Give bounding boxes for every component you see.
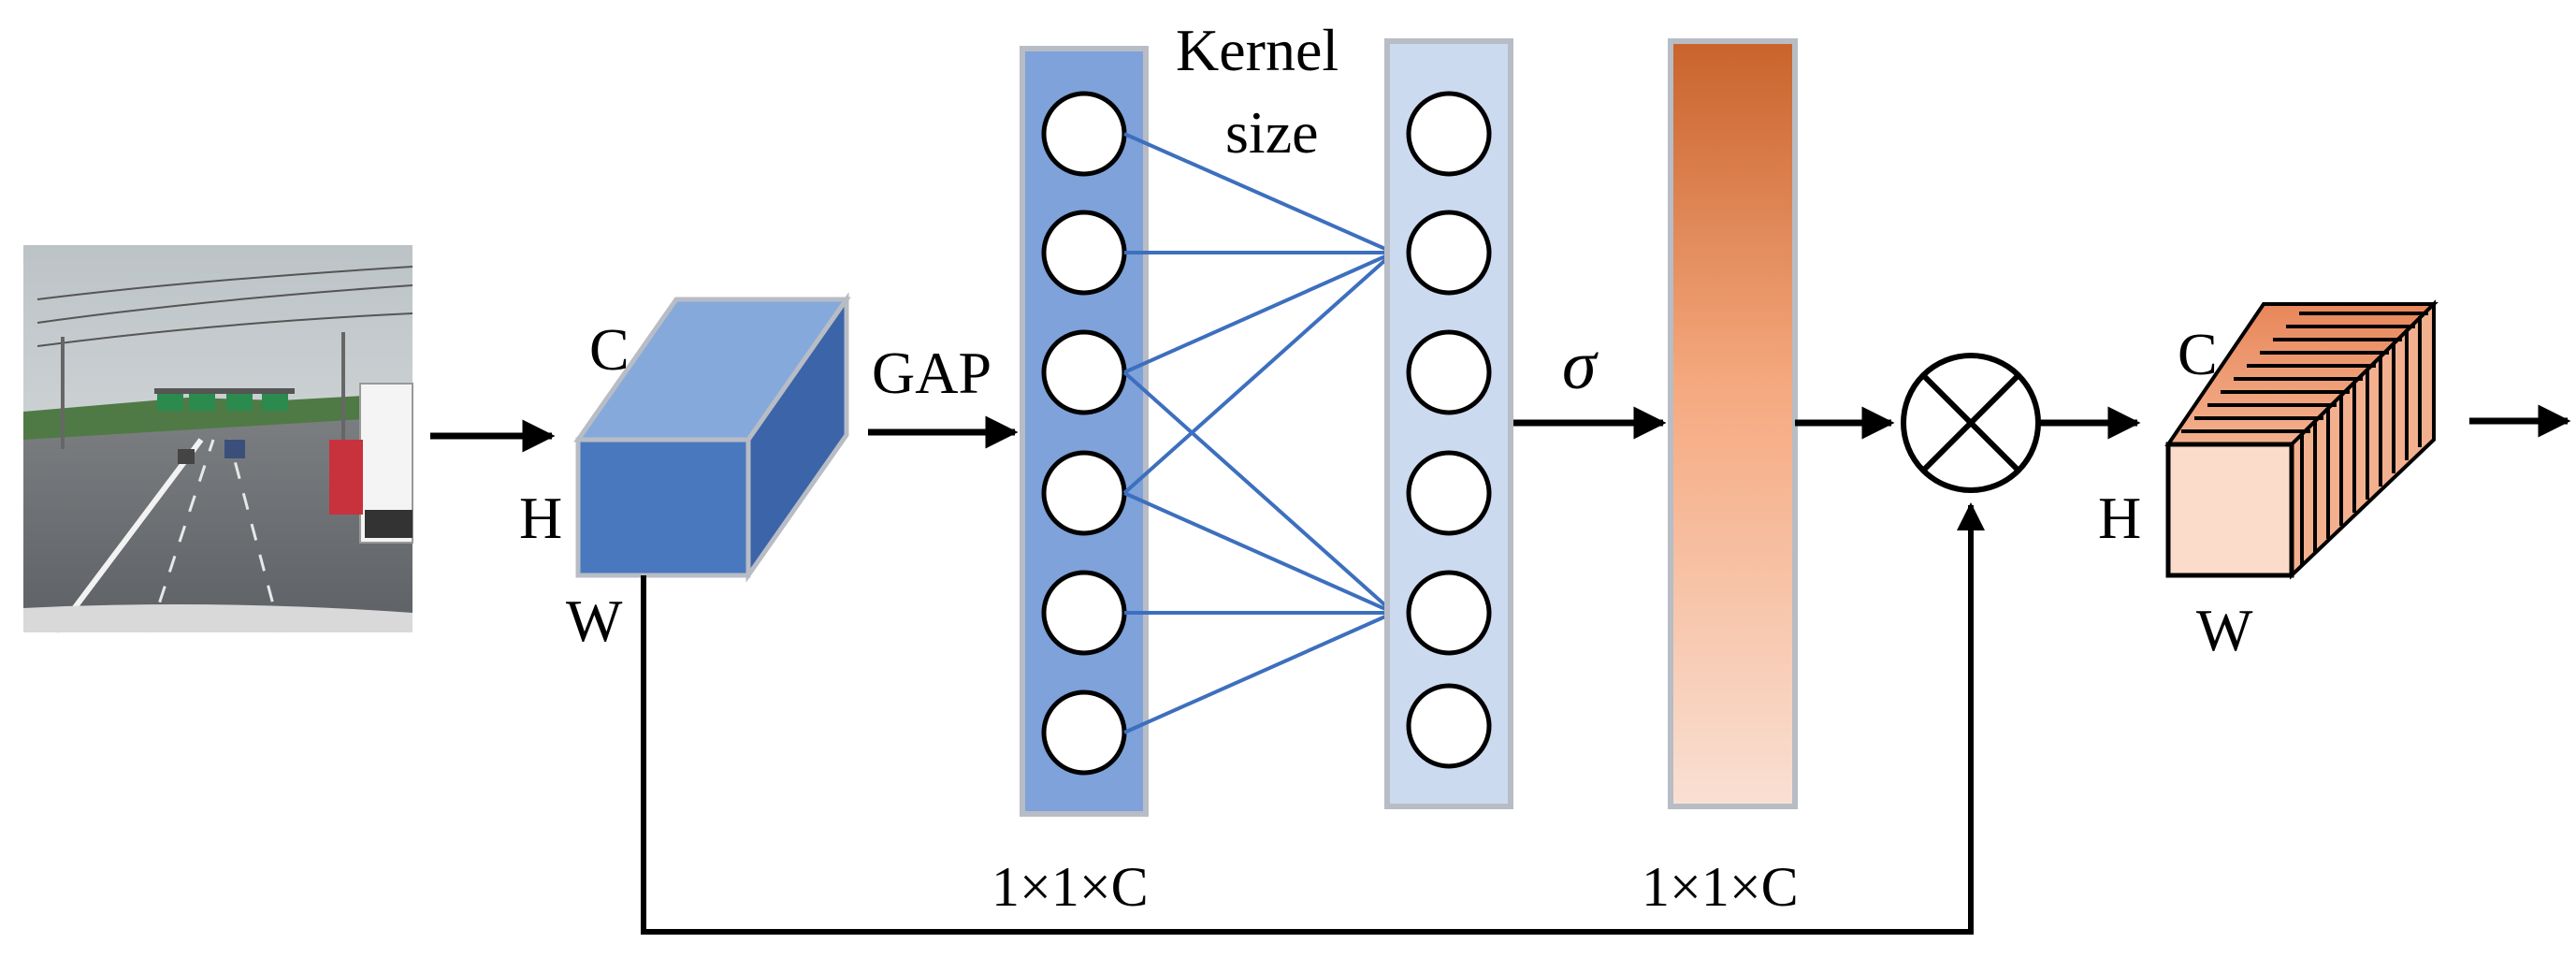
gap-dimension-label: 1×1×C (991, 856, 1149, 918)
gap-node-5 (1041, 570, 1127, 656)
output-channel-slices (2181, 312, 2428, 566)
input-height-label: H (519, 485, 562, 551)
gap-vector-column (1020, 46, 1149, 817)
gap-node-1 (1041, 91, 1127, 177)
output-feature-cube (2164, 299, 2439, 580)
output-channel-label: C (2178, 321, 2218, 387)
gap-label: GAP (872, 340, 991, 406)
kernel-size-label-line1: Kernel (1176, 17, 1339, 83)
weight-dimension-label: 1×1×C (1642, 856, 1799, 918)
gap-node-4 (1041, 450, 1127, 536)
skip-connection-line (641, 502, 1985, 935)
gap-node-2 (1041, 210, 1127, 296)
conv-node-5 (1406, 570, 1492, 656)
gap-node-3 (1041, 329, 1127, 415)
conv-node-2 (1406, 210, 1492, 296)
conv-output-column (1384, 38, 1513, 809)
kernel-size-label-line2: size (1225, 99, 1319, 166)
conv-node-3 (1406, 329, 1492, 415)
gap-node-6 (1041, 689, 1127, 776)
conv-node-1 (1406, 91, 1492, 177)
input-feature-cube (573, 292, 851, 583)
input-channel-label: C (589, 316, 630, 383)
conv-node-6 (1406, 683, 1492, 769)
output-width-label: W (2196, 597, 2253, 663)
input-road-image (23, 245, 413, 634)
attention-weight-bar (1668, 38, 1798, 809)
output-height-label: H (2098, 485, 2141, 551)
input-width-label: W (566, 588, 623, 654)
multiply-circle-icon (1901, 353, 2041, 493)
sigma-label: σ (1562, 327, 1599, 404)
conv-node-4 (1406, 450, 1492, 536)
conv-connections (1122, 132, 1396, 734)
